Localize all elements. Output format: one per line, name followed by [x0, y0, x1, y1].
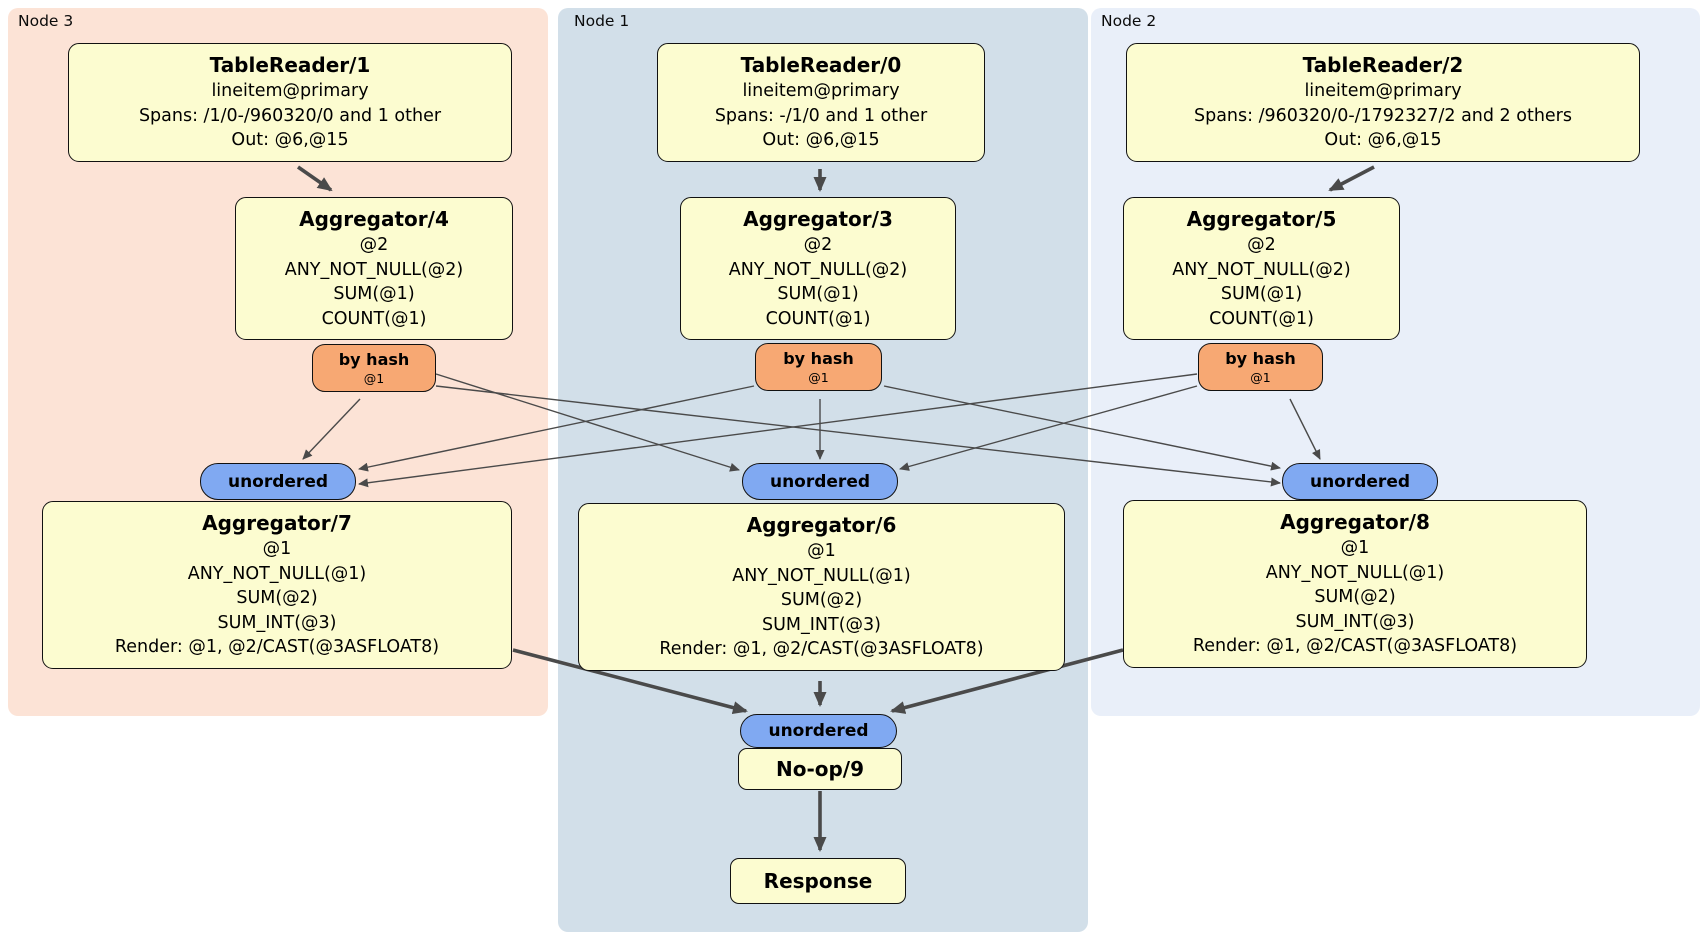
processor-aggregator-7: Aggregator/7 @1 ANY_NOT_NULL(@1) SUM(@2)… — [42, 501, 512, 669]
router-label: by hash — [338, 350, 410, 369]
processor-tablereader-0: TableReader/0 lineitem@primary Spans: -/… — [657, 43, 985, 162]
processor-detail: COUNT(@1) — [1209, 308, 1314, 329]
processor-detail: Render: @1, @2/CAST(@3ASFLOAT8) — [114, 637, 440, 658]
processor-tablereader-2: TableReader/2 lineitem@primary Spans: /9… — [1126, 43, 1640, 162]
processor-detail: SUM(@1) — [777, 284, 859, 305]
processor-detail: ANY_NOT_NULL(@2) — [284, 259, 464, 280]
processor-detail: SUM(@2) — [1314, 587, 1396, 608]
processor-title: Aggregator/3 — [743, 207, 893, 231]
processor-aggregator-3: Aggregator/3 @2 ANY_NOT_NULL(@2) SUM(@1)… — [680, 197, 956, 341]
processor-title: TableReader/0 — [740, 53, 902, 77]
processor-detail: SUM_INT(@3) — [762, 614, 881, 635]
processor-aggregator-5: Aggregator/5 @2 ANY_NOT_NULL(@2) SUM(@1)… — [1123, 197, 1400, 341]
router-columns: @1 — [363, 371, 385, 386]
processor-detail: Out: @6,@15 — [762, 130, 880, 151]
router-by-hash-center: by hash @1 — [755, 343, 882, 391]
processor-detail: Out: @6,@15 — [231, 130, 349, 151]
processor-title: Aggregator/6 — [746, 513, 897, 537]
processor-detail: @2 — [1247, 235, 1276, 255]
processor-detail: lineitem@primary — [211, 81, 369, 101]
processor-detail: lineitem@primary — [1304, 81, 1462, 101]
processor-detail: @1 — [1340, 538, 1370, 558]
sync-unordered-right: unordered — [1282, 463, 1438, 500]
processor-detail: Render: @1, @2/CAST(@3ASFLOAT8) — [659, 639, 984, 660]
processor-detail: Spans: /1/0-/960320/0 and 1 other — [138, 105, 442, 126]
processor-tablereader-1: TableReader/1 lineitem@primary Spans: /1… — [68, 43, 512, 162]
processor-detail: ANY_NOT_NULL(@2) — [1172, 259, 1351, 280]
router-columns: @1 — [1250, 370, 1271, 385]
processor-noop-9: No-op/9 — [738, 748, 902, 790]
router-by-hash-right: by hash @1 — [1198, 343, 1323, 391]
processor-title: Aggregator/7 — [202, 511, 352, 535]
processor-detail: ANY_NOT_NULL(@1) — [187, 563, 367, 584]
processor-detail: @2 — [359, 235, 389, 255]
processor-detail: SUM(@1) — [333, 284, 415, 305]
processor-detail: @1 — [262, 539, 292, 559]
processor-detail: Spans: /960320/0-/1792327/2 and 2 others — [1193, 105, 1572, 126]
processor-detail: SUM(@1) — [1220, 284, 1303, 305]
processor-title: Aggregator/8 — [1280, 510, 1430, 534]
processor-detail: Render: @1, @2/CAST(@3ASFLOAT8) — [1192, 636, 1518, 657]
processor-detail: ANY_NOT_NULL(@2) — [728, 259, 908, 280]
processor-detail: COUNT(@1) — [321, 308, 427, 329]
processor-detail: @1 — [807, 541, 836, 561]
node2-label: Node 2 — [1101, 12, 1157, 30]
sync-unordered-left: unordered — [200, 463, 356, 500]
processor-aggregator-4: Aggregator/4 @2 ANY_NOT_NULL(@2) SUM(@1)… — [235, 197, 513, 341]
processor-title: Aggregator/4 — [299, 207, 449, 231]
processor-detail: Spans: -/1/0 and 1 other — [714, 105, 928, 126]
processor-detail: COUNT(@1) — [765, 308, 871, 329]
node1-label: Node 1 — [574, 12, 630, 30]
processor-detail: SUM_INT(@3) — [217, 612, 337, 633]
processor-detail: lineitem@primary — [742, 81, 900, 101]
processor-detail: Out: @6,@15 — [1324, 130, 1442, 151]
processor-detail: ANY_NOT_NULL(@1) — [732, 565, 911, 586]
processor-aggregator-6: Aggregator/6 @1 ANY_NOT_NULL(@1) SUM(@2)… — [578, 503, 1065, 671]
processor-title: TableReader/1 — [209, 53, 371, 77]
node3-label: Node 3 — [18, 12, 74, 30]
router-label: by hash — [783, 349, 854, 368]
processor-detail: @2 — [803, 235, 833, 255]
processor-title: TableReader/2 — [1302, 53, 1464, 77]
router-by-hash-left: by hash @1 — [312, 344, 436, 392]
processor-detail: SUM(@2) — [780, 590, 863, 611]
sync-unordered-final: unordered — [740, 714, 897, 748]
router-columns: @1 — [808, 370, 829, 385]
response-box: Response — [730, 858, 906, 904]
processor-aggregator-8: Aggregator/8 @1 ANY_NOT_NULL(@1) SUM(@2)… — [1123, 500, 1587, 668]
processor-title: Aggregator/5 — [1186, 207, 1337, 231]
processor-detail: SUM_INT(@3) — [1295, 611, 1415, 632]
sync-unordered-center: unordered — [742, 463, 898, 500]
processor-detail: SUM(@2) — [236, 588, 318, 609]
router-label: by hash — [1225, 349, 1296, 368]
processor-detail: ANY_NOT_NULL(@1) — [1265, 562, 1445, 583]
